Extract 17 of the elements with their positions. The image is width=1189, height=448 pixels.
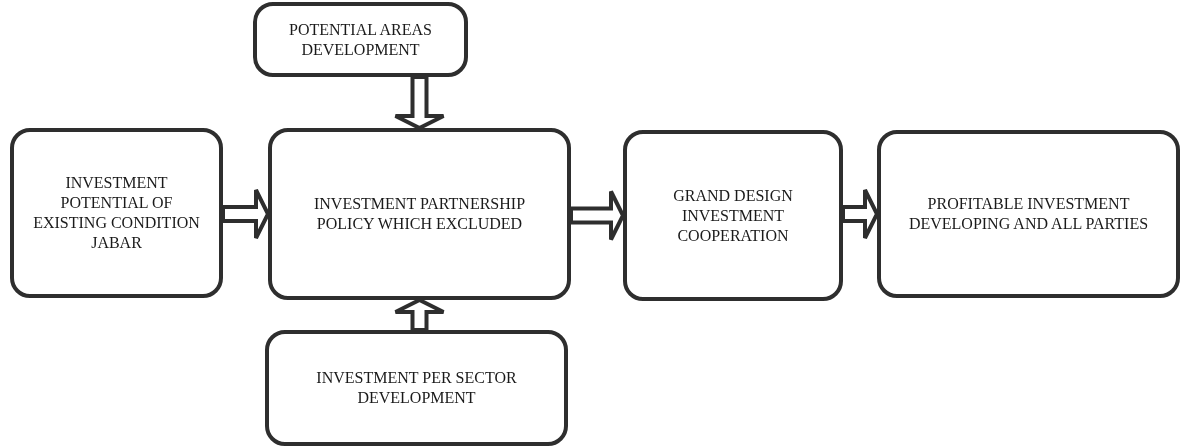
process-box <box>268 128 571 300</box>
block-arrow <box>841 188 880 240</box>
block-arrow <box>393 297 446 332</box>
block-arrow <box>393 75 446 131</box>
box-label: INVESTMENT PARTNERSHIP POLICY WHICH EXCLUDED <box>312 194 527 234</box>
box-label: POTENTIAL AREAS DEVELOPMENT <box>288 19 433 60</box>
process-box <box>265 330 568 446</box>
box-label: GRAND DESIGN INVESTMENT COOPERATION <box>672 185 794 246</box>
block-arrow <box>221 188 271 240</box>
box-label: INVESTMENT POTENTIAL OF EXISTING CONDITION JABAR <box>32 173 201 253</box>
process-box <box>253 2 468 77</box>
block-arrow <box>569 189 626 242</box>
box-label: INVESTMENT PER SECTOR DEVELOPMENT <box>315 368 518 408</box>
process-box <box>10 128 223 298</box>
box-label: PROFITABLE INVESTMENT DEVELOPING AND ALL PARTIES <box>907 194 1150 234</box>
process-box <box>877 130 1180 298</box>
process-box <box>623 130 843 301</box>
